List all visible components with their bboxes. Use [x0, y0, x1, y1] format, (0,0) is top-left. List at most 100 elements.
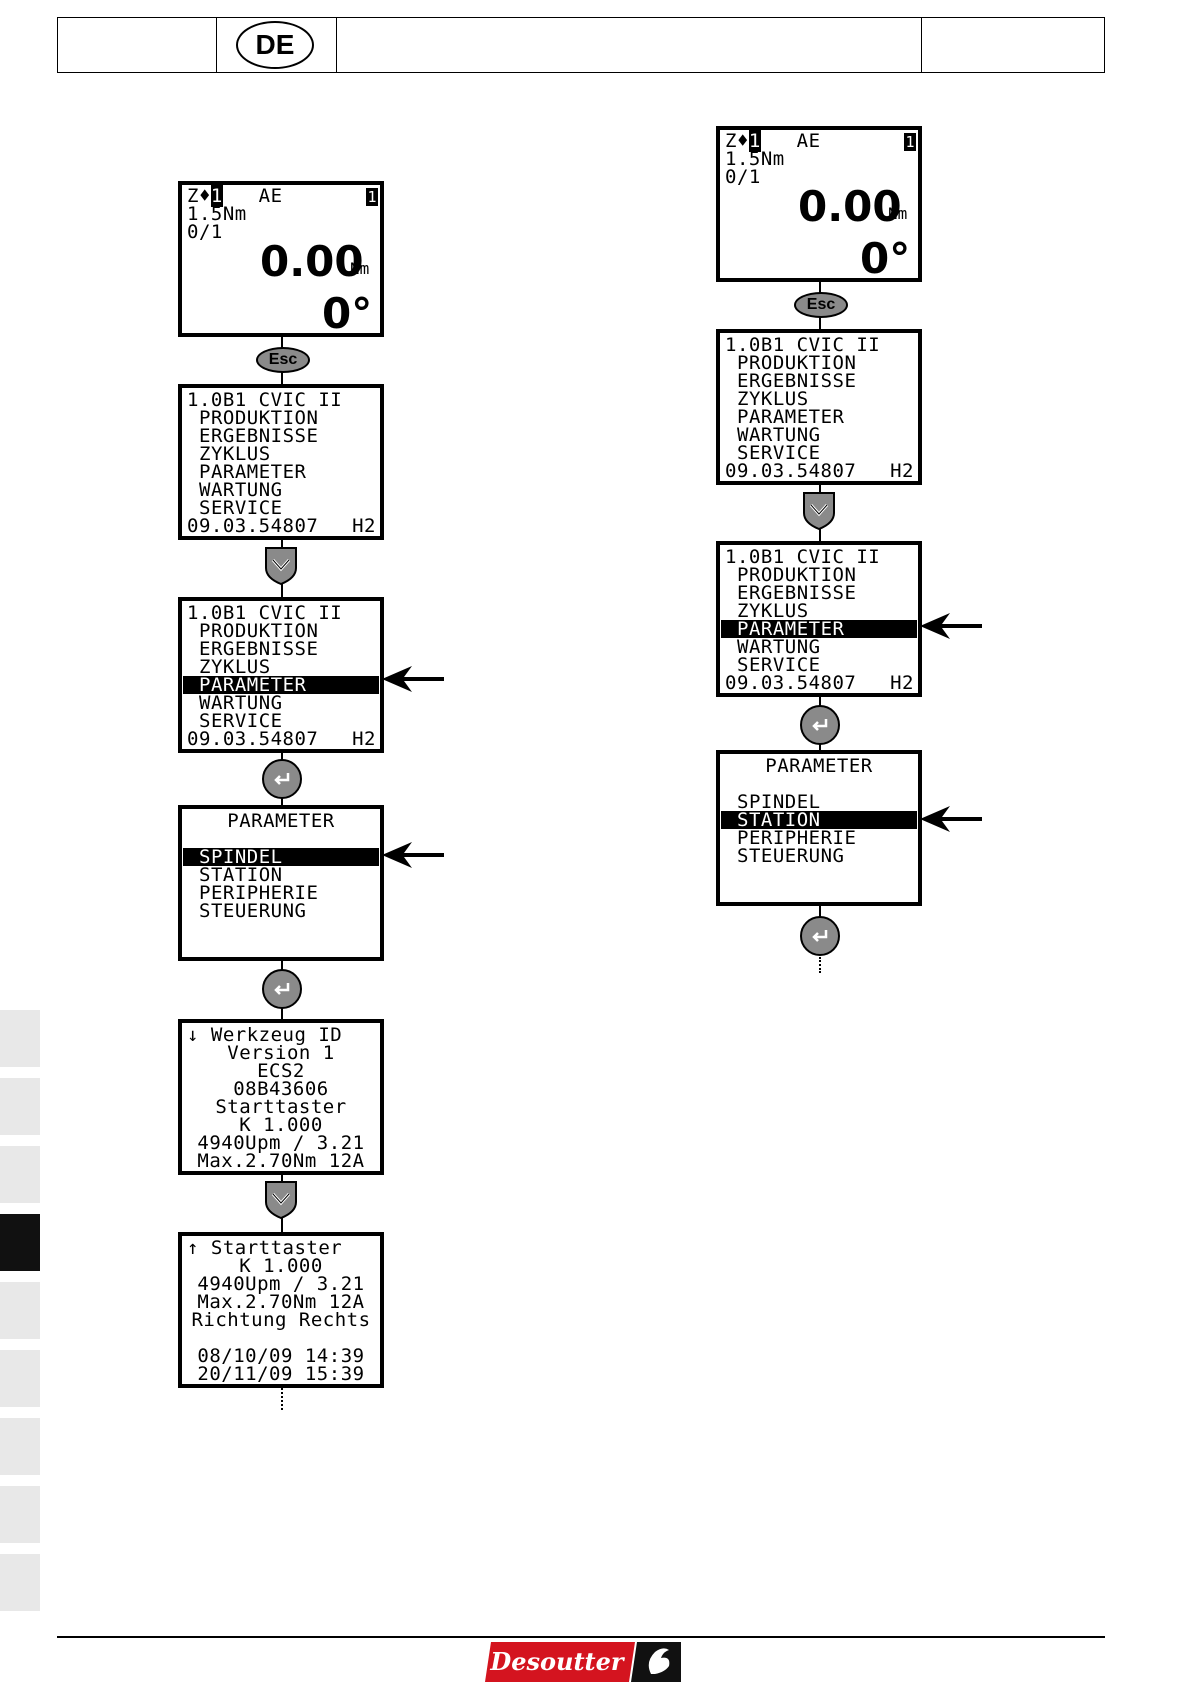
firmware-code: 09.03.54807	[187, 728, 319, 750]
chapter-tab[interactable]	[0, 1146, 40, 1203]
main-menu-screen-selected: 1.0B1 CVIC II PRODUKTION ERGEBNISSE ZYKL…	[178, 597, 384, 753]
esc-button[interactable]: Esc	[256, 347, 310, 373]
menu-item-ergebnisse[interactable]: ERGEBNISSE	[199, 638, 319, 660]
firmware-code: 09.03.54807	[725, 460, 857, 482]
chapter-tab[interactable]	[0, 1554, 40, 1611]
menu-item-service[interactable]: SERVICE	[737, 442, 821, 464]
menu-item-parameter-selected[interactable]: PARAMETER	[721, 620, 917, 639]
torque-value: 0.00	[260, 237, 364, 286]
tool-info-line: 4940Upm / 3.21	[197, 1273, 365, 1295]
menu-item-zyklus[interactable]: ZYKLUS	[199, 443, 271, 465]
menu-item-ergebnisse[interactable]: ERGEBNISSE	[737, 582, 857, 604]
tool-info-line: Max.2.70Nm 12A	[197, 1291, 365, 1313]
enter-button[interactable]	[262, 969, 302, 1009]
header-bar	[57, 17, 1105, 73]
menu-item-parameter[interactable]: PARAMETER	[737, 406, 845, 428]
bird-icon	[648, 1648, 670, 1674]
parameter-menu-screen: PARAMETER SPINDEL STATION PERIPHERIE STE…	[178, 805, 384, 961]
tool-info-line: ↓ Werkzeug ID	[187, 1024, 343, 1046]
target-torque: 1.5Nm	[187, 203, 247, 225]
menu-item-steuerung[interactable]: STEUERUNG	[737, 845, 845, 867]
main-menu-screen: 1.0B1 CVIC II PRODUKTION ERGEBNISSE ZYKL…	[716, 329, 922, 485]
hardware-code: H2	[890, 672, 914, 694]
tool-info-line: K 1.000	[239, 1255, 323, 1277]
status-screen: Z♦1 AE 1 1.5Nm 0/1 0.00 Nm 0°	[178, 181, 384, 337]
menu-title: 1.0B1 CVIC II	[725, 546, 881, 568]
pointer-arrow-icon	[920, 806, 982, 832]
firmware-code: 09.03.54807	[187, 515, 319, 537]
menu-item-wartung[interactable]: WARTUNG	[199, 692, 283, 714]
hardware-code: H2	[352, 728, 376, 750]
menu-item-spindel[interactable]: SPINDEL	[737, 791, 821, 813]
tool-info-line: Starttaster	[215, 1096, 347, 1118]
menu-item-peripherie[interactable]: PERIPHERIE	[737, 827, 857, 849]
menu-item-zyklus[interactable]: ZYKLUS	[199, 656, 271, 678]
menu-item-peripherie[interactable]: PERIPHERIE	[199, 882, 319, 904]
menu-title: 1.0B1 CVIC II	[187, 602, 343, 624]
desoutter-logo: Desoutter	[485, 1642, 681, 1682]
enter-button[interactable]	[262, 759, 302, 799]
menu-item-steuerung[interactable]: STEUERUNG	[199, 900, 307, 922]
tool-info-line: 08B43606	[233, 1078, 329, 1100]
tool-info-line: Version 1	[227, 1042, 335, 1064]
tool-info-line: ↑ Starttaster	[187, 1237, 343, 1259]
menu-item-zyklus[interactable]: ZYKLUS	[737, 600, 809, 622]
menu-item-station-selected[interactable]: STATION	[721, 811, 917, 830]
menu-item-produktion[interactable]: PRODUKTION	[199, 620, 319, 642]
hardware-code: H2	[890, 460, 914, 482]
menu-item-produktion[interactable]: PRODUKTION	[737, 352, 857, 374]
tool-info-screen-2: ↑ Starttaster K 1.000 4940Upm / 3.21 Max…	[178, 1232, 384, 1388]
menu-item-service[interactable]: SERVICE	[199, 710, 283, 732]
menu-item-service[interactable]: SERVICE	[199, 497, 283, 519]
chapter-tab[interactable]	[0, 1350, 40, 1407]
main-menu-screen: 1.0B1 CVIC II PRODUKTION ERGEBNISSE ZYKL…	[178, 384, 384, 540]
enter-icon	[274, 983, 290, 995]
parameter-title: PARAMETER	[765, 755, 873, 777]
tool-info-line: K 1.000	[239, 1114, 323, 1136]
tool-info-line: 08/10/09 14:39	[197, 1345, 365, 1367]
menu-item-ergebnisse[interactable]: ERGEBNISSE	[199, 425, 319, 447]
chapter-tab-active[interactable]	[0, 1214, 40, 1271]
menu-item-produktion[interactable]: PRODUKTION	[199, 407, 319, 429]
parameter-title: PARAMETER	[227, 810, 335, 832]
chapter-tab[interactable]	[0, 1418, 40, 1475]
menu-title: 1.0B1 CVIC II	[187, 389, 343, 411]
down-button[interactable]	[264, 1180, 298, 1220]
menu-item-service[interactable]: SERVICE	[737, 654, 821, 676]
menu-item-parameter[interactable]: PARAMETER	[199, 461, 307, 483]
tool-info-line: Richtung Rechts	[191, 1309, 371, 1331]
hardware-code: H2	[352, 515, 376, 537]
chapter-tab[interactable]	[0, 1486, 40, 1543]
header-divider	[336, 18, 337, 72]
menu-item-parameter-selected[interactable]: PARAMETER	[183, 676, 379, 695]
menu-item-wartung[interactable]: WARTUNG	[737, 424, 821, 446]
pointer-arrow-icon	[382, 666, 444, 692]
down-button[interactable]	[802, 491, 836, 531]
tool-info-line: 20/11/09 15:39	[197, 1363, 365, 1385]
chapter-tab[interactable]	[0, 1078, 40, 1135]
logo-text: Desoutter	[489, 1647, 625, 1676]
tool-info-screen-1: ↓ Werkzeug ID Version 1 ECS2 08B43606 St…	[178, 1019, 384, 1175]
menu-item-station[interactable]: STATION	[199, 864, 283, 886]
menu-item-zyklus[interactable]: ZYKLUS	[737, 388, 809, 410]
menu-item-produktion[interactable]: PRODUKTION	[737, 564, 857, 586]
chapter-tab[interactable]	[0, 1282, 40, 1339]
target-torque: 1.5Nm	[725, 148, 785, 170]
menu-item-ergebnisse[interactable]: ERGEBNISSE	[737, 370, 857, 392]
cycle-count: 0/1	[725, 166, 761, 188]
cycle-count: 0/1	[187, 221, 223, 243]
tool-info-line: Max.2.70Nm 12A	[197, 1150, 365, 1172]
esc-button[interactable]: Esc	[794, 292, 848, 318]
enter-button[interactable]	[800, 916, 840, 956]
chapter-tab[interactable]	[0, 1010, 40, 1067]
tool-info-line: 4940Upm / 3.21	[197, 1132, 365, 1154]
status-line-1: Z♦1 AE	[725, 130, 821, 152]
down-button[interactable]	[264, 546, 298, 586]
program-number: 1	[366, 188, 378, 206]
menu-item-spindel-selected[interactable]: SPINDEL	[183, 848, 379, 867]
menu-item-wartung[interactable]: WARTUNG	[737, 636, 821, 658]
enter-button[interactable]	[800, 705, 840, 745]
menu-item-wartung[interactable]: WARTUNG	[199, 479, 283, 501]
continuation-dots	[281, 1388, 283, 1410]
angle-value: 0°	[860, 234, 911, 282]
